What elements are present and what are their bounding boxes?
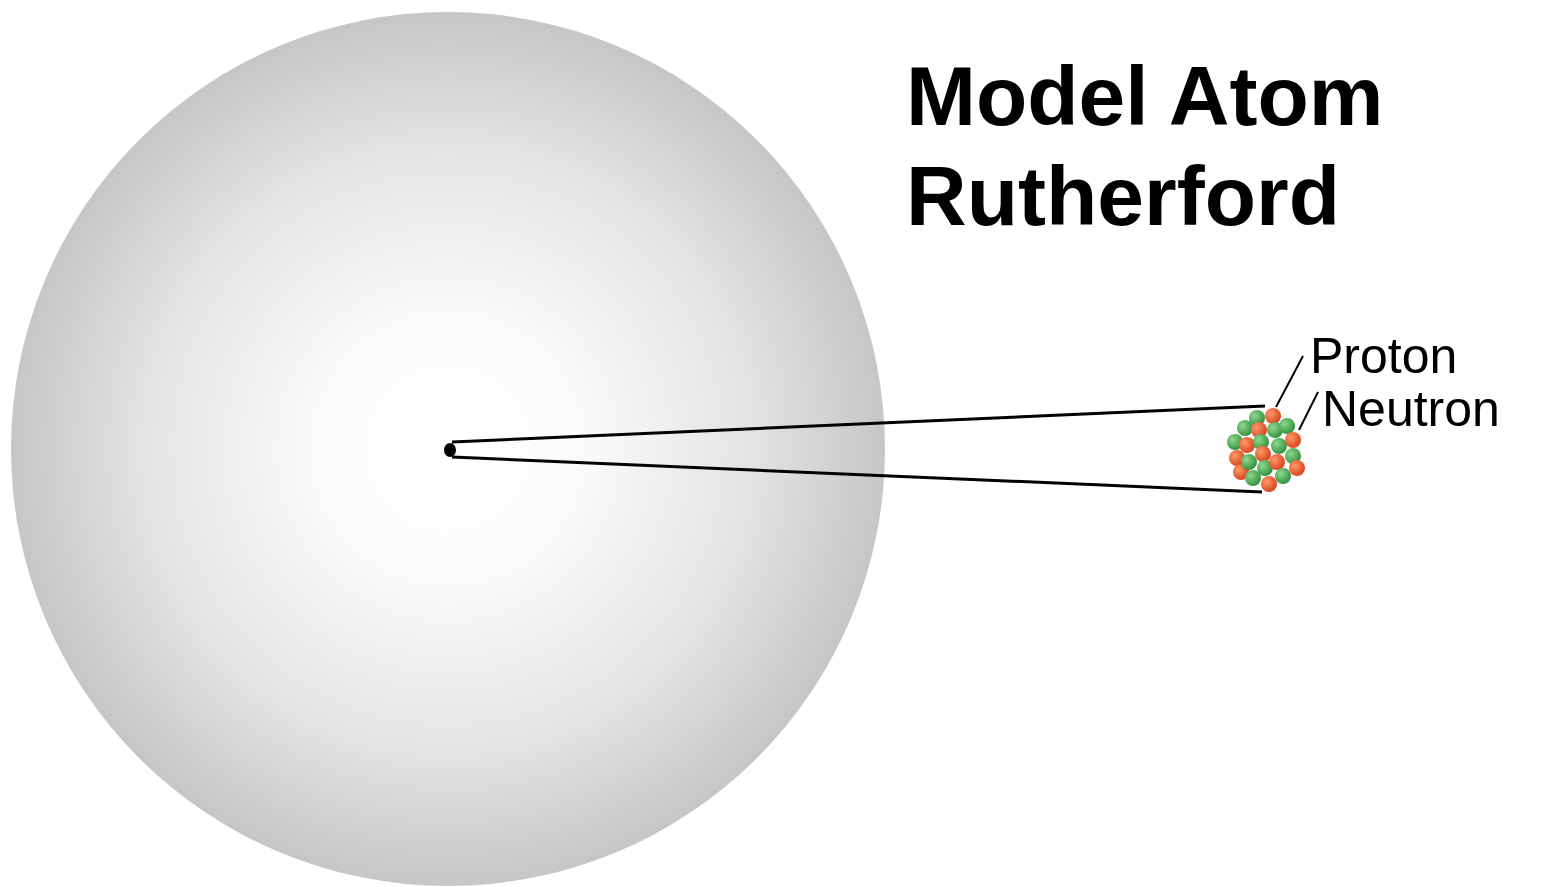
leader-line	[1299, 392, 1318, 430]
leader-line	[1276, 356, 1303, 407]
part-label: Neutron	[1322, 384, 1500, 434]
zoom-line	[452, 406, 1265, 442]
nucleus	[1227, 408, 1305, 492]
diagram-title: Model Atom Rutherford	[906, 46, 1466, 246]
part-label: Proton	[1310, 331, 1457, 381]
nucleus-dot	[444, 443, 456, 457]
zoom-line	[452, 457, 1262, 492]
atom-sphere	[11, 12, 885, 886]
